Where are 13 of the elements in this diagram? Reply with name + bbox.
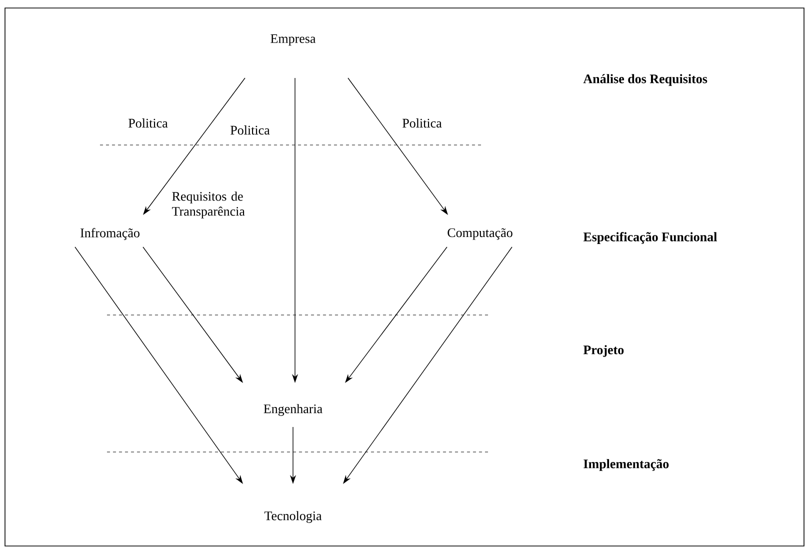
edge-label: Politica (127, 117, 169, 129)
stage-label: Análise dos Requisitos (583, 74, 708, 86)
stage-label: Projeto (583, 345, 624, 357)
node-label: Tecnologia (264, 511, 322, 523)
stage-label: Especificação Funcional (583, 232, 717, 244)
node-label: Engenharia (264, 404, 322, 416)
node-label: Computação (448, 228, 512, 240)
edge-label: Politica (401, 117, 443, 129)
text-label: Requisitos de Transparência (172, 192, 245, 218)
node-label: Empresa (270, 34, 316, 46)
stage-label: Implementação (584, 459, 669, 471)
node-label: Infromação (80, 228, 140, 240)
edge-label: Politica (229, 124, 271, 136)
